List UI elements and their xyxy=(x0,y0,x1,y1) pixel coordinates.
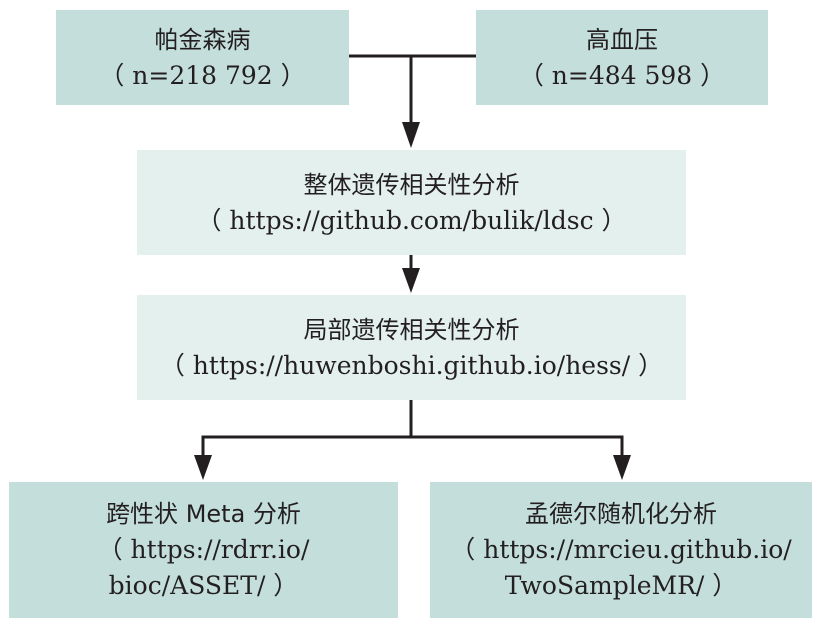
node-url-line2: TwoSampleMR/ ） xyxy=(504,571,738,600)
split-line-right xyxy=(411,435,624,462)
node-title: 跨性状 Meta 分析 xyxy=(106,500,301,528)
node-title: 整体遗传相关性分析 xyxy=(303,170,520,199)
node-local-genetic-correlation: 局部遗传相关性分析 （ https://huwenboshi.github.io… xyxy=(137,295,686,400)
arrowhead-3 xyxy=(194,455,212,480)
node-sample-size: （ n=218 792 ） xyxy=(99,60,306,90)
node-title: 局部遗传相关性分析 xyxy=(303,315,520,344)
node-url-line2: bioc/ASSET/ ） xyxy=(108,571,299,600)
node-parkinson: 帕金森病 （ n=218 792 ） xyxy=(56,10,349,105)
arrowhead-4 xyxy=(613,455,631,480)
split-line xyxy=(201,400,413,462)
node-mendelian-randomization: 孟德尔随机化分析 （ https://mrcieu.github.io/ Two… xyxy=(430,482,812,618)
node-sample-size: （ n=484 598 ） xyxy=(518,60,726,90)
node-global-genetic-correlation: 整体遗传相关性分析 （ https://github.com/bulik/lds… xyxy=(137,150,686,255)
node-title: 帕金森病 xyxy=(154,25,251,54)
node-url: （ https://github.com/bulik/ldsc ） xyxy=(196,205,627,235)
node-url-line1: （ https://mrcieu.github.io/ xyxy=(450,535,792,564)
node-url-line1: （ https://rdrr.io/ xyxy=(97,535,310,564)
node-cross-trait-meta: 跨性状 Meta 分析 （ https://rdrr.io/ bioc/ASSE… xyxy=(9,482,398,618)
node-hypertension: 高血压 （ n=484 598 ） xyxy=(476,10,768,105)
node-title: 孟德尔随机化分析 xyxy=(525,500,717,528)
node-title: 高血压 xyxy=(586,25,658,54)
arrowhead-1 xyxy=(402,122,420,148)
node-url: （ https://huwenboshi.github.io/hess/ ） xyxy=(159,350,664,380)
arrowhead-2 xyxy=(402,268,420,293)
